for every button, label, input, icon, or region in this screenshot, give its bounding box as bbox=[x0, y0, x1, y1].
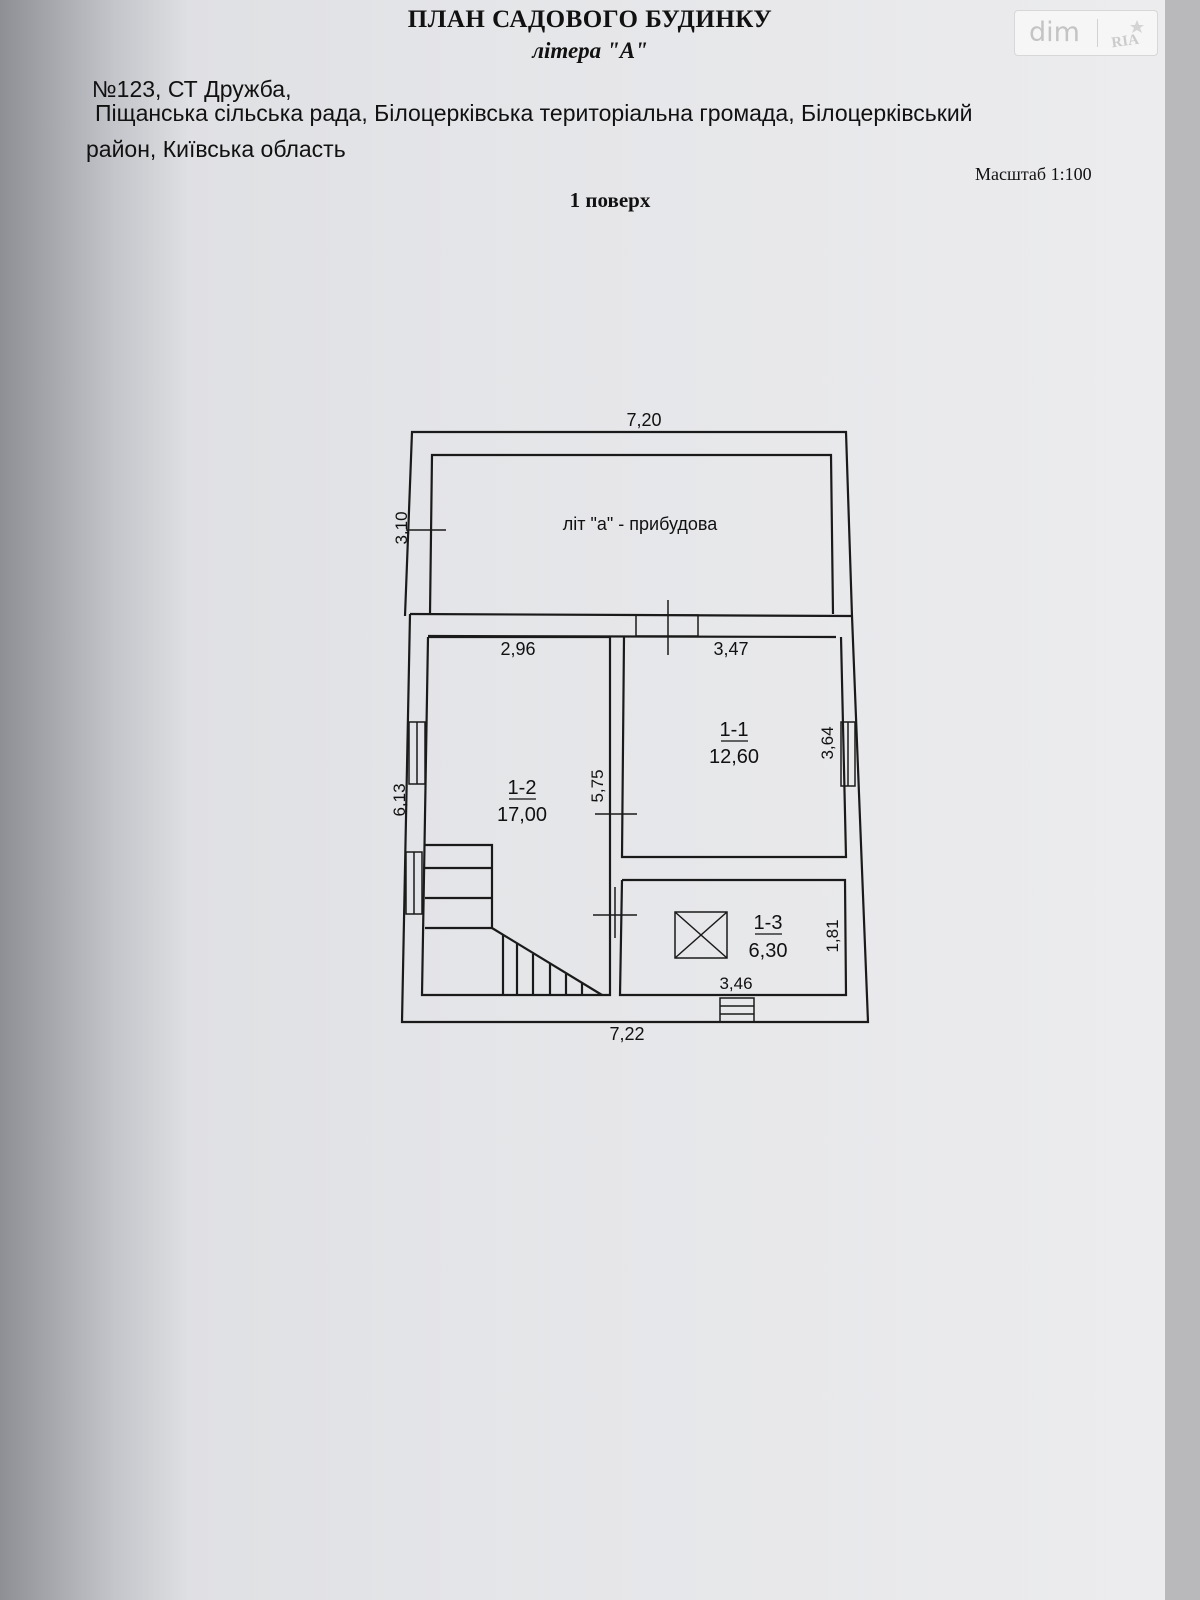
dim-left-annex: 3,10 bbox=[392, 511, 411, 544]
room-1-3-id: 1-3 bbox=[754, 912, 783, 934]
dim-room-1-2-width: 2,96 bbox=[500, 639, 535, 659]
watermark-badge: dim RIA bbox=[1014, 10, 1158, 56]
room-1-2-area-value: 17,00 bbox=[497, 804, 547, 826]
room-1-1-area-value: 12,60 bbox=[709, 746, 759, 768]
page-fold-shadow bbox=[0, 0, 190, 1600]
watermark-logo-text: RIA bbox=[1110, 32, 1140, 50]
document-page bbox=[0, 0, 1165, 1600]
room-1-2-outline bbox=[420, 635, 612, 997]
annex-inner-wall bbox=[428, 453, 835, 615]
room-1-1-id: 1-1 bbox=[720, 719, 749, 741]
stair-outline bbox=[425, 843, 494, 928]
dim-room-1-1-width: 3,47 bbox=[713, 639, 748, 659]
watermark-divider bbox=[1097, 19, 1098, 47]
dim-top: 7,20 bbox=[626, 410, 661, 430]
annex-house-wall bbox=[409, 612, 853, 618]
dim-room-1-3-height: 1,81 bbox=[823, 919, 842, 952]
room-1-1-outline bbox=[620, 636, 848, 859]
address-line-2: Піщанська сільська рада, Білоцерківська … bbox=[95, 100, 973, 126]
dim-bottom: 7,22 bbox=[609, 1024, 644, 1044]
room-1-3-outline bbox=[618, 878, 848, 997]
document-subtitle: літера "А" bbox=[532, 38, 648, 63]
annex-outer-wall bbox=[403, 430, 854, 617]
dim-left-main: 6,13 bbox=[390, 783, 409, 816]
floor-label: 1 поверх bbox=[569, 188, 651, 212]
stair-diagonal bbox=[491, 927, 603, 996]
ria-logo-icon: RIA bbox=[1110, 20, 1144, 50]
dim-room-1-3-width: 3,46 bbox=[719, 974, 752, 993]
boiler-symbol-icon bbox=[674, 911, 728, 959]
address-line-1: №123, СТ Дружба, bbox=[92, 76, 292, 102]
room-1-2-id: 1-2 bbox=[508, 777, 537, 799]
house-outer-wall bbox=[400, 613, 870, 1024]
room-1-3-area-value: 6,30 bbox=[749, 940, 788, 962]
annex-label: літ "а" - прибудова bbox=[563, 514, 719, 534]
dim-partition: 5,75 bbox=[588, 769, 607, 802]
document-title: ПЛАН САДОВОГО БУДИНКУ bbox=[407, 6, 773, 33]
watermark-text: dim bbox=[1029, 17, 1080, 48]
address-line-3: район, Київська область bbox=[86, 136, 346, 162]
entrance-steps bbox=[719, 997, 755, 1023]
dim-room-1-1-height: 3,64 bbox=[818, 726, 837, 759]
scale-label: Масштаб 1:100 bbox=[975, 164, 1092, 184]
